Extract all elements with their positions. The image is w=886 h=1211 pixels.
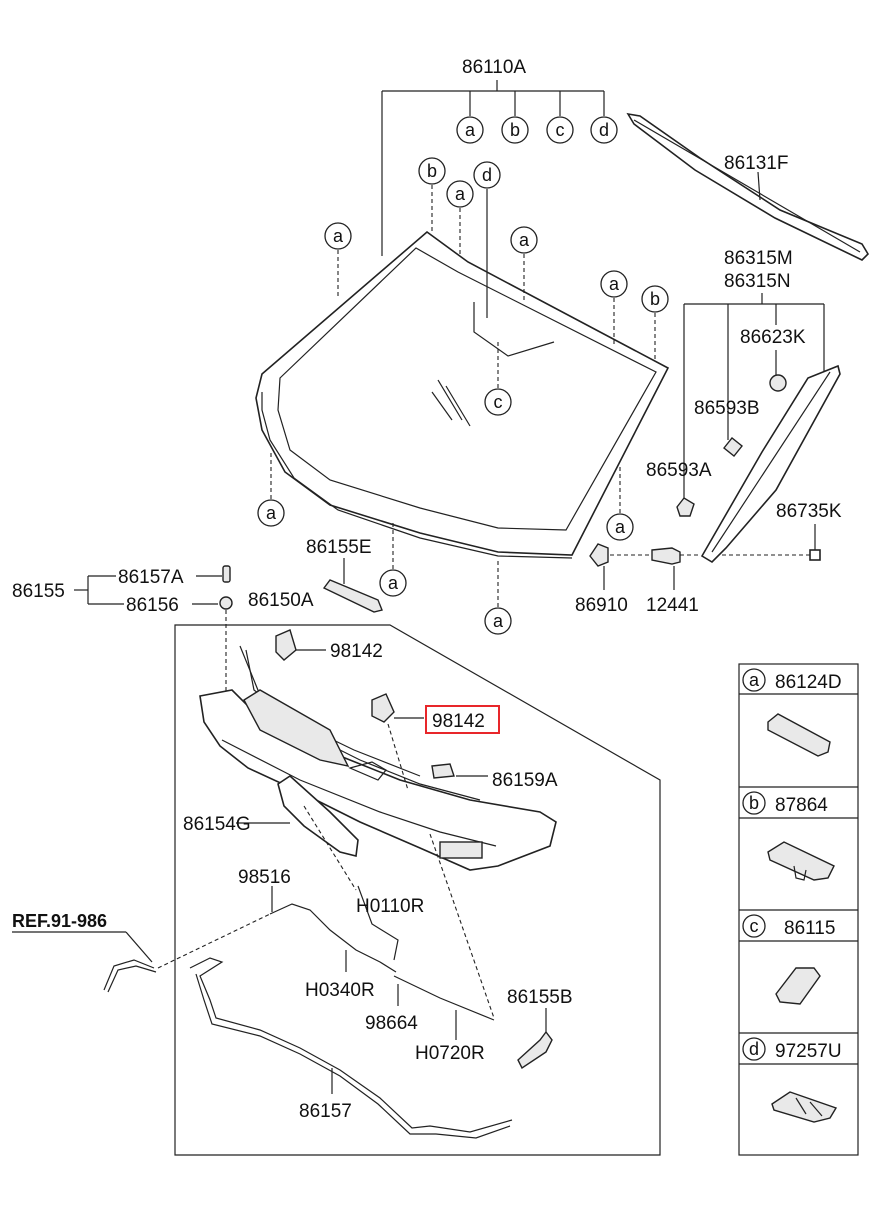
legend-part-97257U[interactable]: 97257U	[775, 1041, 842, 1062]
bubble-a-text: a	[333, 226, 344, 246]
part-label-86155B[interactable]: 86155B	[507, 987, 573, 1008]
selected-part-highlight[interactable]	[425, 705, 500, 734]
legend-letter-a: a	[749, 670, 760, 690]
bubble-a-text: a	[615, 517, 626, 537]
bubble-a-text: a	[266, 503, 277, 523]
part-label-86110A[interactable]: 86110A	[462, 57, 526, 78]
bubble-d	[590, 116, 618, 144]
pillar-trim-group: 86315M 86315N 86623K 86593B 86593A 86735…	[575, 248, 842, 616]
legend-row-a: a 86124D	[742, 668, 842, 757]
bubble-b-text: b	[427, 161, 437, 181]
part-label-86735K[interactable]: 86735K	[776, 501, 842, 522]
bubble-b-text: b	[650, 289, 660, 309]
bubble-c-text: c	[556, 120, 565, 140]
legend-part-87864[interactable]: 87864	[775, 795, 828, 816]
part-label-86150A[interactable]: 86150A	[248, 590, 314, 611]
part-label-86157[interactable]: 86157	[299, 1101, 352, 1122]
part-label-12441[interactable]: 12441	[646, 595, 699, 616]
part-label-86159A[interactable]: 86159A	[492, 770, 558, 791]
bubble-b	[501, 116, 529, 144]
bubble-a-text: a	[493, 611, 504, 631]
part-label-98664[interactable]: 98664	[365, 1013, 418, 1034]
part-label-H0720R[interactable]: H0720R	[415, 1043, 485, 1064]
left-labels: 86155E 86157A 86155 86156 86150A	[12, 537, 383, 708]
part-label-98142-top[interactable]: 98142	[330, 641, 383, 662]
legend-row-b: b 87864	[742, 791, 835, 881]
part-label-86593A[interactable]: 86593A	[646, 460, 712, 481]
part-label-86155E[interactable]: 86155E	[306, 537, 372, 558]
legend-part-86115[interactable]: 86115	[784, 918, 835, 939]
part-label-86154G[interactable]: 86154G	[183, 814, 251, 835]
legend-letter-c: c	[750, 916, 759, 936]
legend-table: a 86124D b 87864 c 86115 d 97257U	[738, 663, 859, 1156]
part-label-86910[interactable]: 86910	[575, 595, 628, 616]
bubble-a-text: a	[455, 184, 466, 204]
bubble-d-text: d	[482, 165, 492, 185]
part-label-86157A[interactable]: 86157A	[118, 567, 184, 588]
part-label-86315N[interactable]: 86315N	[724, 271, 791, 292]
bubble-a-text: a	[519, 230, 530, 250]
part-label-98142-selected[interactable]: 98142	[432, 711, 485, 732]
bubble-a-text: a	[609, 274, 620, 294]
legend-row-d: d 97257U	[742, 1037, 842, 1123]
part-label-86131F[interactable]: 86131F	[724, 153, 788, 174]
moulding-86131F: 86131F	[626, 112, 870, 261]
legend-row-c: c 86115	[742, 914, 835, 1005]
legend-part-86124D[interactable]: 86124D	[775, 672, 842, 693]
part-label-86156[interactable]: 86156	[126, 595, 179, 616]
part-label-H0340R[interactable]: H0340R	[305, 980, 375, 1001]
bubble-b-text: b	[510, 120, 520, 140]
part-label-86315M[interactable]: 86315M	[724, 248, 793, 269]
bubble-d-text: d	[599, 120, 609, 140]
legend-letter-b: b	[749, 793, 759, 813]
windshield-callouts: a b a d a a b c a a a a	[257, 157, 669, 635]
cowl-assembly-box: 98142 98142 86159A 86154G 98516 H0110R H…	[174, 624, 661, 1156]
bubble-c-text: c	[494, 392, 503, 412]
legend-letter-d: d	[749, 1039, 759, 1059]
part-label-98516[interactable]: 98516	[238, 867, 291, 888]
bracket-86110A: 86110A a b c d	[381, 57, 618, 256]
part-label-86623K[interactable]: 86623K	[740, 327, 806, 348]
bubble-a-text: a	[388, 573, 399, 593]
bubble-a-text: a	[465, 120, 476, 140]
bubble-a	[456, 116, 484, 144]
bubble-c	[546, 116, 574, 144]
part-label-H0110R[interactable]: H0110R	[356, 896, 424, 917]
ref-group: REF.91-986	[12, 911, 271, 993]
part-label-86155[interactable]: 86155	[12, 581, 65, 602]
part-label-86593B[interactable]: 86593B	[694, 398, 760, 419]
windshield-glass	[255, 230, 670, 559]
ref-91-986-link[interactable]: REF.91-986	[12, 911, 107, 931]
